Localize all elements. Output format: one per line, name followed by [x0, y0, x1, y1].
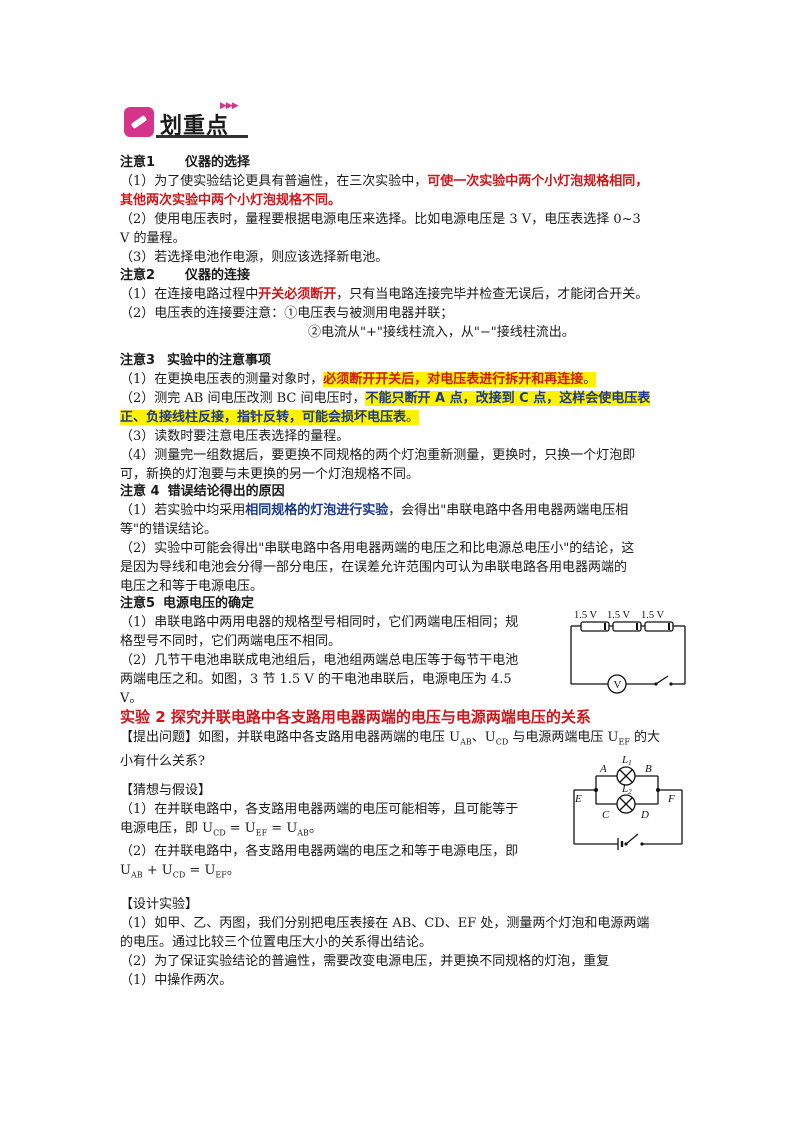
- label-d: D: [640, 809, 649, 821]
- badge-underline: [156, 135, 248, 138]
- cell-label-3: 1.5 V: [641, 610, 665, 621]
- label-l1: L1: [621, 754, 632, 767]
- section-badge: 划重点 ▶▶▶: [120, 101, 248, 141]
- switch-lever-2: [625, 833, 639, 845]
- label-c: C: [602, 809, 610, 821]
- pen-icon: [124, 107, 154, 137]
- label-a: A: [599, 763, 607, 775]
- experiment-2-title: 实验 2 探究并联电路中各支路用电器两端的电压与电源两端电压的关系: [120, 708, 591, 726]
- badge-title: 划重点: [160, 114, 230, 139]
- label-b: B: [645, 763, 652, 775]
- label-e: E: [574, 793, 582, 805]
- label-l2: L2: [621, 783, 632, 796]
- question-line-1: 【提出问题】如图，并联电路中各支路用电器两端的电压 UAB、UCD 与电源两端电…: [120, 730, 661, 747]
- experiment-2: 实验 2 探究并联电路中各支路用电器两端的电压与电源两端电压的关系 【提出问题】…: [120, 707, 685, 990]
- voltmeter-label: V: [614, 679, 622, 691]
- label-f: F: [667, 793, 675, 805]
- switch-lever: [655, 675, 669, 685]
- voltmeter: [607, 674, 627, 694]
- series-battery-circuit-figure: 1.5 V 1.5 V 1.5 V: [570, 610, 686, 694]
- parallel-circuit-figure: A B C D E F L1 L2: [573, 754, 683, 850]
- arrows-icon: ▶▶▶: [220, 101, 239, 111]
- cell-label-1: 1.5 V: [574, 610, 598, 621]
- cell-label-2: 1.5 V: [607, 610, 631, 621]
